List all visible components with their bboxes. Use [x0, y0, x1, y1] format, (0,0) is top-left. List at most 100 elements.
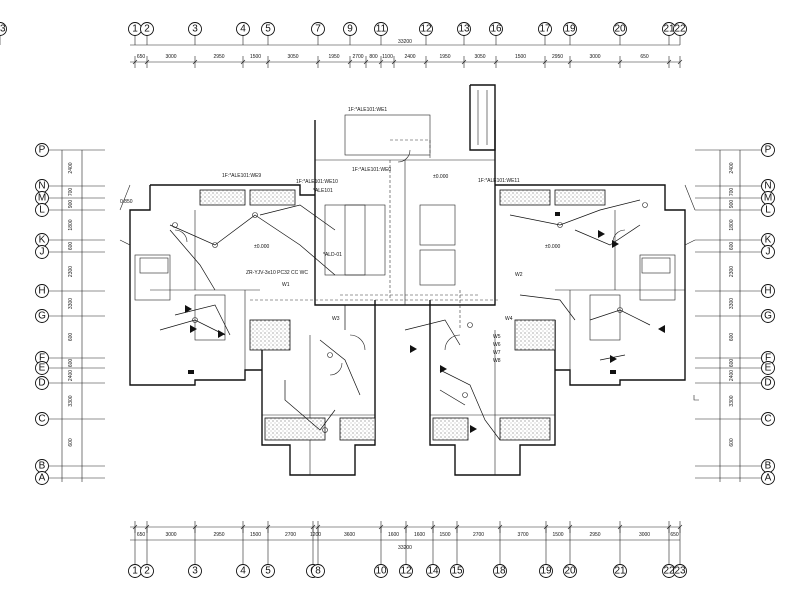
axis-label: 8: [315, 566, 321, 577]
axis-label: H: [38, 286, 45, 297]
axis-bubble-left: D: [35, 376, 49, 390]
corner-mark: [693, 395, 699, 401]
dimension-value: 800: [369, 54, 378, 60]
axis-label: D: [38, 378, 45, 389]
dimension-value: 2950: [213, 54, 224, 60]
dimension-value: 700: [68, 188, 74, 197]
axis-bubble-top: 22: [673, 22, 687, 36]
axis-bubble-bottom: 21: [613, 564, 627, 578]
axis-label: G: [38, 311, 46, 322]
axis-label: 11: [376, 24, 387, 35]
axis-label: 1: [132, 24, 138, 35]
axis-bubble-bottom: 4: [236, 564, 250, 578]
axis-label: 14: [427, 566, 439, 577]
axis-label: P: [39, 145, 46, 156]
axis-label: G: [764, 311, 772, 322]
dimension-value: 2950: [589, 532, 600, 538]
axis-bubble-right: J: [761, 245, 775, 259]
axis-bubble-left: C: [35, 412, 49, 426]
top-axis-bubbles: 123457911121316171920212223: [0, 22, 687, 45]
axis-bubble-left: P: [35, 143, 49, 157]
dimension-value: 3000: [639, 532, 650, 538]
axis-bubble-top: 16: [489, 22, 503, 36]
axis-bubble-bottom: 19: [539, 564, 553, 578]
axis-label: A: [765, 473, 772, 484]
dimension-value: 900: [729, 200, 735, 209]
label-we11: 1F:*ALE101:WE11: [478, 178, 520, 184]
label-w7: W7: [493, 350, 501, 356]
axis-bubble-right: L: [761, 203, 775, 217]
dimension-value: 1500: [250, 54, 261, 60]
axis-bubble-bottom: 2: [140, 564, 154, 578]
axis-label: C: [38, 414, 45, 425]
axis-bubble-top: 11: [374, 22, 388, 36]
axis-label: K: [39, 235, 46, 246]
axis-bubble-left: K: [35, 233, 49, 247]
dimension-value: 3700: [517, 532, 528, 538]
axis-bubble-top: 2: [140, 22, 154, 36]
axis-bubble-bottom: 10: [374, 564, 388, 578]
dimension-value: 3050: [474, 54, 485, 60]
axis-label: 19: [564, 24, 576, 35]
dimension-value: 1800: [68, 219, 74, 230]
axis-bubble-left: H: [35, 284, 49, 298]
axis-label: 4: [240, 566, 246, 577]
label-w2: W2: [515, 272, 523, 278]
dimension-value: 2300: [729, 266, 735, 277]
label-w1: W1: [282, 282, 290, 288]
dimension-value: 2700: [352, 54, 363, 60]
axis-label: 3: [192, 566, 198, 577]
dimension-value: 1600: [388, 532, 399, 538]
axis-label: 22: [663, 566, 675, 577]
axis-label: E: [39, 363, 46, 374]
dimension-value: 2700: [473, 532, 484, 538]
axis-label: F: [765, 353, 771, 364]
axis-bubble-left: L: [35, 203, 49, 217]
dimension-value: 600: [729, 359, 735, 368]
axis-bubble-top: 23: [0, 22, 7, 36]
dimension-value: 600: [68, 242, 74, 251]
axis-bubble-bottom: 23: [673, 564, 687, 578]
axis-bubble-right: N: [761, 179, 775, 193]
axis-label: 7: [315, 24, 321, 35]
dimension-value: 1200: [310, 532, 321, 538]
axis-label: 19: [540, 566, 552, 577]
axis-label: 16: [490, 24, 502, 35]
dimension-value: 700: [729, 188, 735, 197]
axis-label: A: [39, 473, 46, 484]
axis-bubble-top: 17: [538, 22, 552, 36]
dimension-value: 1500: [439, 532, 450, 538]
axis-label: E: [765, 363, 772, 374]
label-we0: 1F:*ALE101:WE0: [352, 167, 391, 173]
axis-bubble-right: D: [761, 376, 775, 390]
axis-bubble-top: 7: [311, 22, 325, 36]
dimension-value: 650: [640, 54, 649, 60]
axis-label: L: [39, 205, 45, 216]
axis-label: B: [765, 461, 772, 472]
dimension-value: 1600: [414, 532, 425, 538]
dimension-value: 3000: [165, 532, 176, 538]
axis-bubble-top: 20: [613, 22, 627, 36]
dimension-value: 650: [137, 54, 146, 60]
axis-bubble-left: N: [35, 179, 49, 193]
axis-label: 2: [144, 24, 150, 35]
axis-label: 10: [375, 566, 387, 577]
dimension-value: 2300: [68, 266, 74, 277]
label-elev-right: ±0.000: [545, 244, 560, 250]
label-we9: 1F:*ALE101:WE9: [222, 173, 261, 179]
axis-bubble-left: A: [35, 471, 49, 485]
axis-bubble-bottom: 18: [493, 564, 507, 578]
label-height-left: 0.850: [120, 199, 133, 205]
axis-label: 20: [564, 566, 576, 577]
wiring-runs: [159, 139, 651, 441]
axis-label: 1: [132, 566, 138, 577]
axis-label: D: [764, 378, 771, 389]
axis-label: M: [38, 193, 46, 204]
axis-label: 17: [539, 24, 551, 35]
axis-bubble-top: 19: [563, 22, 577, 36]
axis-bubble-left: E: [35, 361, 49, 375]
label-w6: W6: [493, 342, 501, 348]
